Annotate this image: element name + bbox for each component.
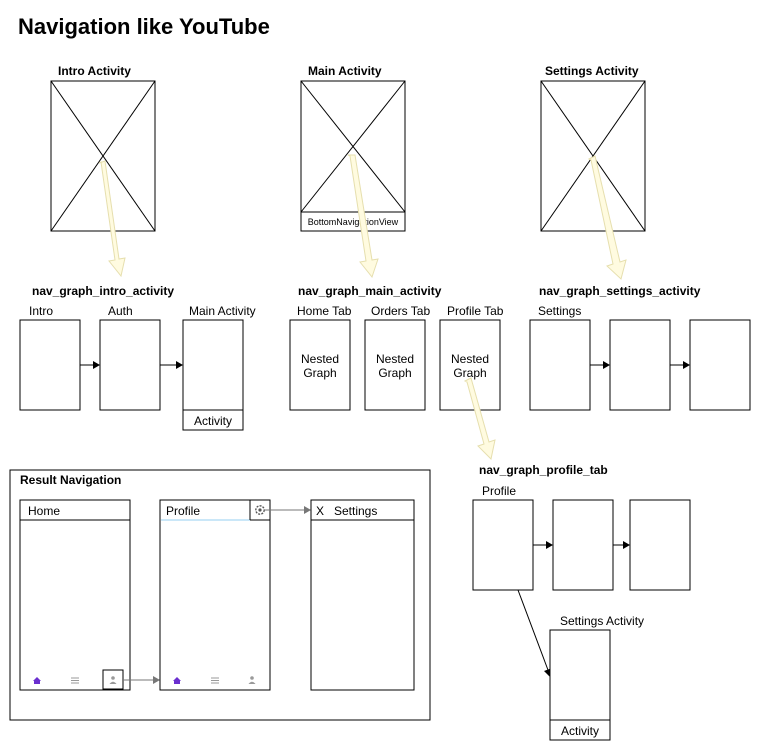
profile-graph-title: nav_graph_profile_tab bbox=[479, 463, 608, 477]
profile-to-settings-arrow bbox=[265, 506, 311, 514]
auth-to-main-arrow bbox=[160, 361, 183, 369]
profile-screen-header: Profile bbox=[166, 504, 200, 518]
settings-screen-3 bbox=[689, 319, 751, 411]
profile-screen-label: Profile bbox=[482, 484, 516, 498]
profile-tab-label: Profile Tab bbox=[447, 304, 504, 318]
intro-screen bbox=[19, 319, 81, 411]
profile-to-settings-activity-arrow bbox=[517, 589, 552, 678]
home-screen-mock bbox=[19, 499, 131, 691]
settings-2-to-3-arrow bbox=[670, 361, 690, 369]
settings-activity-placeholder bbox=[540, 80, 646, 232]
orders-tab-box bbox=[364, 319, 426, 411]
home-nested-line2: Graph bbox=[303, 366, 336, 380]
person-icon[interactable] bbox=[109, 676, 117, 684]
home-nested-line1: Nested bbox=[301, 352, 339, 366]
profile-nested-line2: Graph bbox=[453, 366, 486, 380]
home-screen-header: Home bbox=[28, 504, 60, 518]
profile-screen-mock bbox=[159, 499, 271, 691]
profile-list-icon[interactable] bbox=[211, 677, 219, 684]
profile-person-icon[interactable] bbox=[248, 676, 256, 684]
settings-screen-1 bbox=[529, 319, 591, 411]
home-icon[interactable] bbox=[33, 677, 41, 684]
profile-1-to-2-arrow bbox=[533, 541, 553, 549]
orders-tab-label: Orders Tab bbox=[371, 304, 430, 318]
profile-screen-3 bbox=[629, 499, 691, 591]
orders-nested-line1: Nested bbox=[376, 352, 414, 366]
intro-screen-label: Intro bbox=[29, 304, 53, 318]
gear-icon[interactable] bbox=[255, 505, 265, 515]
settings-activity-label: Settings Activity bbox=[545, 64, 639, 78]
main-activity-footer-label: Activity bbox=[194, 414, 232, 428]
main-to-graph-arrow bbox=[347, 154, 379, 279]
orders-nested-line2: Graph bbox=[378, 366, 411, 380]
profile-settings-activity-label: Settings Activity bbox=[560, 614, 644, 628]
main-activity-screen-label: Main Activity bbox=[189, 304, 256, 318]
profile-tab-box bbox=[439, 319, 501, 411]
settings-screen-label: Settings bbox=[538, 304, 581, 318]
settings-screen-2 bbox=[609, 319, 671, 411]
result-navigation-title: Result Navigation bbox=[20, 473, 121, 487]
settings-close-icon[interactable]: X bbox=[316, 504, 324, 518]
settings-screen-header: Settings bbox=[334, 504, 377, 518]
profile-screen-1 bbox=[472, 499, 534, 591]
main-activity-screen bbox=[182, 319, 244, 431]
settings-to-graph-arrow bbox=[587, 155, 627, 280]
profile-2-to-3-arrow bbox=[613, 541, 630, 549]
intro-graph-title: nav_graph_intro_activity bbox=[32, 284, 174, 298]
page-title: Navigation like YouTube bbox=[18, 14, 270, 39]
profile-settings-activity-footer: Activity bbox=[561, 724, 599, 738]
intro-to-graph-arrow bbox=[98, 160, 126, 278]
home-tab-label: Home Tab bbox=[297, 304, 352, 318]
bottom-navigation-view-label: BottomNavigationView bbox=[308, 217, 399, 227]
list-icon[interactable] bbox=[71, 677, 79, 684]
home-tab-box bbox=[289, 319, 351, 411]
intro-activity-placeholder bbox=[50, 80, 156, 232]
main-activity-label: Main Activity bbox=[308, 64, 382, 78]
intro-to-auth-arrow bbox=[80, 361, 100, 369]
settings-1-to-2-arrow bbox=[590, 361, 610, 369]
profile-nested-line1: Nested bbox=[451, 352, 489, 366]
profile-home-icon[interactable] bbox=[173, 677, 181, 684]
main-graph-title: nav_graph_main_activity bbox=[298, 284, 442, 298]
settings-graph-title: nav_graph_settings_activity bbox=[539, 284, 701, 298]
home-to-profile-arrow bbox=[123, 676, 160, 684]
profile-screen-2 bbox=[552, 499, 614, 591]
auth-screen-label: Auth bbox=[108, 304, 133, 318]
auth-screen bbox=[99, 319, 161, 411]
profile-tab-to-graph-arrow bbox=[463, 377, 496, 461]
settings-screen-mock bbox=[310, 499, 415, 691]
intro-activity-label: Intro Activity bbox=[58, 64, 131, 78]
profile-settings-activity-screen bbox=[549, 629, 611, 741]
